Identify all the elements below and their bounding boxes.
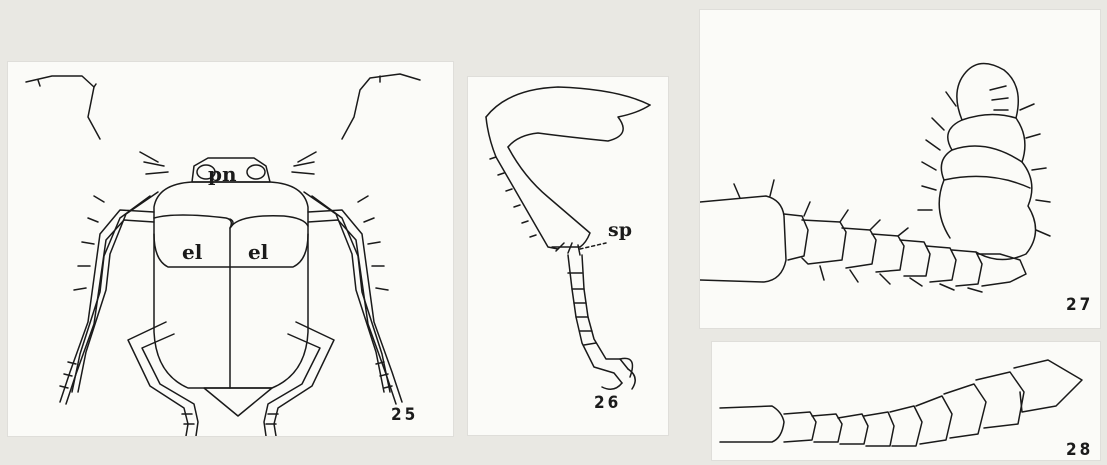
figure-number-28: 28 <box>1066 442 1093 459</box>
antenna-illustration <box>700 10 1100 328</box>
figure-number-26: 26 <box>594 395 621 412</box>
label-elytron-right: el <box>248 242 268 262</box>
figure-25-panel: pn el el 25 <box>8 62 453 436</box>
figure-number-25: 25 <box>391 407 418 424</box>
figure-28-panel: 28 <box>712 342 1100 460</box>
figure-number-27: 27 <box>1066 297 1093 314</box>
label-spur: sp <box>608 221 632 240</box>
beetle-dorsal-illustration <box>8 62 453 436</box>
label-elytron-left: el <box>182 242 202 262</box>
label-pronotum: pn <box>208 164 237 184</box>
leg-illustration <box>468 77 668 435</box>
antenna-illustration-2 <box>712 342 1100 460</box>
figure-27-panel: 27 <box>700 10 1100 328</box>
figure-26-panel: sp 26 <box>468 77 668 435</box>
